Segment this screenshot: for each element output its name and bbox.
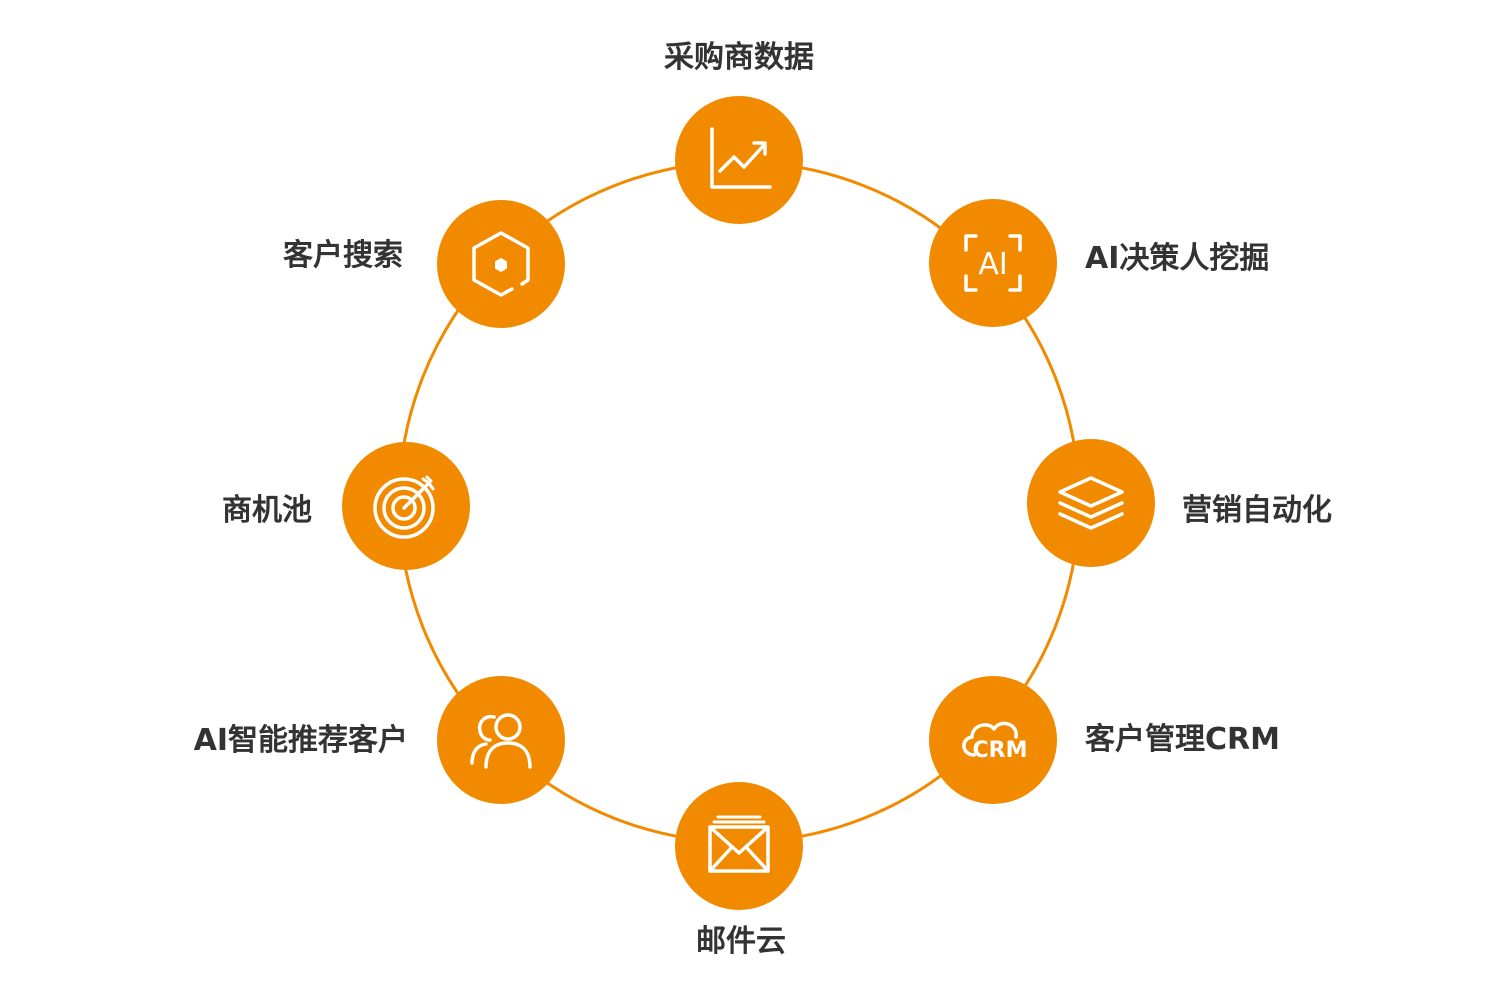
label-email-cloud: 邮件云	[696, 924, 786, 959]
label-marketing-automation: 营销自动化	[1182, 493, 1332, 528]
users-icon	[470, 713, 532, 769]
mail-icon	[708, 815, 770, 873]
label-buyer-data: 采购商数据	[664, 40, 814, 75]
layers-icon	[1058, 476, 1124, 530]
node-ai-recommend[interactable]	[437, 676, 565, 804]
node-ai-decision-maker[interactable]: AI	[929, 199, 1057, 327]
line-chart-icon	[710, 127, 772, 189]
ai-icon-text: AI	[978, 247, 1007, 282]
label-ai-recommend: AI智能推荐客户	[193, 723, 408, 758]
label-crm: 客户管理CRM	[1085, 722, 1280, 757]
node-marketing-automation[interactable]	[1027, 439, 1155, 567]
ai-scan-icon: AI	[964, 234, 1022, 292]
node-opportunity-pool[interactable]	[342, 442, 470, 570]
label-opportunity-pool: 商机池	[222, 493, 312, 528]
crm-icon-text: CRM	[973, 738, 1028, 763]
crm-cloud-icon: CRM	[962, 721, 1028, 763]
node-email-cloud[interactable]	[675, 782, 803, 910]
hexagon-search-icon	[472, 231, 530, 297]
node-buyer-data[interactable]	[675, 96, 803, 224]
label-customer-search: 客户搜索	[283, 238, 403, 273]
label-ai-decision-maker: AI决策人挖掘	[1085, 241, 1270, 276]
node-crm[interactable]: CRM	[929, 676, 1057, 804]
node-customer-search[interactable]	[437, 200, 565, 328]
target-icon	[373, 475, 435, 539]
